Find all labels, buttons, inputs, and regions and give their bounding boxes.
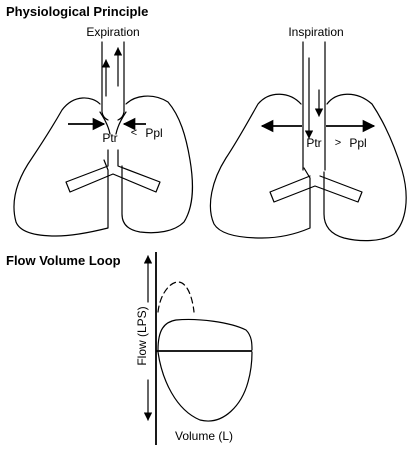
flow-volume-loop-diagram: Flow (LPS) Volume (L) <box>135 252 253 445</box>
inspiration-left-lung <box>209 93 311 239</box>
expiration-ppl-label: Ppl <box>145 126 162 140</box>
expiration-lung-diagram: Expiration Ptr < Ppl <box>13 25 194 237</box>
expiratory-limb-flattened <box>157 318 253 351</box>
expiration-bronchi <box>65 149 161 193</box>
inspiratory-limb <box>157 351 253 422</box>
inspiration-trachea <box>302 41 326 171</box>
inspiration-lung-diagram: Inspiration Ptr > Ppl <box>209 25 407 242</box>
section-title-flow-volume-loop: Flow Volume Loop <box>6 253 121 268</box>
expiration-ptr-label: Ptr <box>102 131 117 145</box>
inspiration-comparator: > <box>335 137 341 149</box>
inspiration-ppl-label: Ppl <box>349 136 366 150</box>
inspiration-bronchi <box>269 175 363 203</box>
inspiration-label: Inspiration <box>288 25 343 39</box>
expiration-comparator: < <box>131 127 137 139</box>
inspiration-ptr-label: Ptr <box>306 136 321 150</box>
volume-axis-label: Volume (L) <box>175 429 233 443</box>
inspiration-right-lung <box>323 93 407 242</box>
expiration-right-lung <box>121 95 194 234</box>
expiration-trachea <box>101 41 125 121</box>
flow-axis-label: Flow (LPS) <box>135 306 149 365</box>
section-title-physiological-principle: Physiological Principle <box>6 4 148 19</box>
normal-expiratory-peak-curve <box>157 281 195 313</box>
expiration-airway-narrowing <box>99 111 127 135</box>
expiration-left-lung <box>13 97 109 237</box>
expiration-label: Expiration <box>86 25 139 39</box>
